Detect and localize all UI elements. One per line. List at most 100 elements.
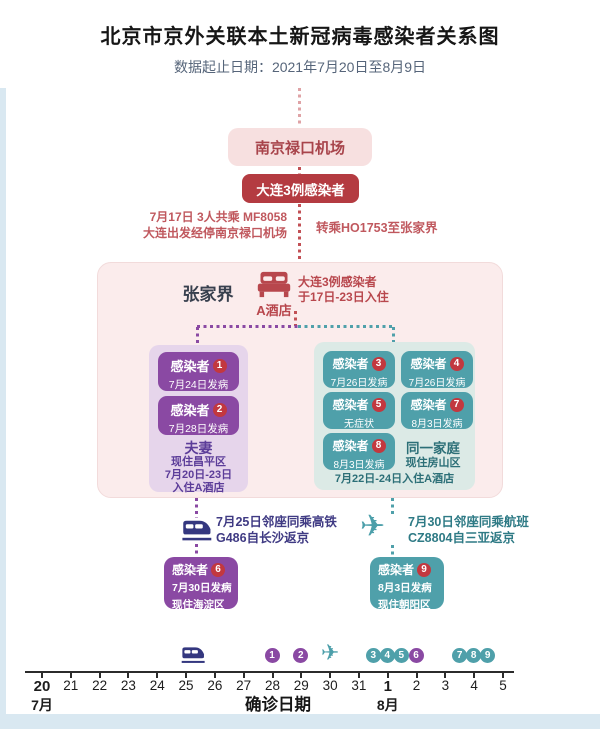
timeline-case-badge: 1 (264, 648, 280, 663)
case-detail: 7月26日发病 (408, 378, 466, 389)
timeline-date-label: 3 (441, 678, 450, 693)
case-detail: 7月30日发病 (172, 582, 232, 594)
timeline-tick (502, 673, 504, 678)
left-edge-strip (0, 88, 6, 729)
family-group-box: 感染者 3 7月26日发病 感染者 4 7月26日发病 感染者 5 无症状 (314, 342, 475, 490)
timeline-date-label: 26 (207, 678, 223, 693)
timeline-date-label: 2 (412, 678, 421, 693)
zhangjiajie-container: 张家界 A酒店 大连3例感染者 于17日-23日入住 感染者 1 (97, 262, 503, 498)
case-label: 感染者 (332, 357, 369, 371)
timeline-axis-label: 确诊日期 (245, 696, 311, 714)
plane-icon: ✈ (360, 510, 386, 543)
case-residence: 现住朝阳区 (378, 599, 431, 611)
case-label: 感染者 (170, 403, 210, 418)
couple-group-box: 感染者 1 7月24日发病 感染者 2 7月28日发病 夫妻 现住昌平区 7月2… (149, 345, 248, 494)
dalian-cases-node: 大连3例感染者 (242, 174, 359, 203)
timeline-tick (329, 673, 332, 678)
family-residence: 现住房山区 (405, 457, 461, 469)
timeline-tick (415, 673, 418, 678)
timeline-date-label: 24 (149, 678, 165, 693)
case-label: 感染者 (332, 398, 369, 412)
timeline-case-badge: 2 (293, 648, 309, 663)
case-pill-7: 感染者 7 8月3日发病 (401, 392, 473, 430)
train-icon (182, 520, 212, 541)
connector-train-bottom (195, 544, 198, 557)
train-trip-note: 7月25日邻座同乘高铁 G486自长沙返京 (216, 515, 337, 545)
timeline-month-label: 8月 (376, 697, 399, 713)
family-relation-label: 同一家庭 (406, 441, 460, 456)
timeline-case-badge: 3 (365, 648, 381, 663)
timeline-date-label: 25 (178, 678, 194, 693)
case-pill-8: 感染者 8 8月3日发病 (323, 433, 395, 471)
case-detail: 8月3日发病 (411, 419, 463, 430)
branch-line-left (197, 325, 298, 328)
case-detail: 8月3日发病 (378, 582, 432, 594)
timeline-date-label: 1 (383, 678, 392, 695)
timeline-date-label: 5 (499, 678, 507, 693)
timeline-case-badges: 2 (293, 648, 309, 663)
timeline-train-icon (179, 645, 206, 671)
case-card-6: 感染者 6 7月30日发病 现住海淀区 (164, 557, 238, 611)
zhangjiajie-label: 张家界 (182, 285, 234, 304)
couple-relation-label: 夫妻 (184, 440, 213, 456)
timeline-tick (69, 673, 72, 678)
case-number-badge: 2 (212, 402, 227, 417)
case-detail: 无症状 (344, 419, 374, 430)
case-label: 感染者 (332, 439, 369, 453)
connector-top (298, 88, 301, 126)
case-number-badge: 3 (371, 356, 386, 371)
airport-node: 南京禄口机场 (228, 128, 372, 166)
timeline-month-label: 7月 (31, 697, 53, 713)
case-number-badge: 4 (449, 356, 464, 371)
connector-dalian-zhangjiajie (298, 204, 301, 261)
case-number-badge: 6 (211, 562, 226, 577)
case-label: 感染者 (378, 563, 415, 577)
page-subtitle: 数据起止日期：2021年7月20日至8月9日 (173, 59, 427, 75)
timeline-case-badge: 5 (393, 648, 409, 663)
connector-train-top (195, 498, 198, 518)
case-card-9: 感染者 9 8月3日发病 现住朝阳区 (370, 557, 444, 611)
timeline-date-label: 30 (322, 678, 338, 693)
timeline-tick (185, 673, 188, 678)
timeline-tick (357, 673, 360, 678)
case-number-badge: 8 (371, 438, 386, 453)
case-label: 感染者 (410, 398, 447, 412)
family-stay-note: 7月22日-24日入住A酒店 (334, 473, 455, 485)
case-detail: 7月28日发病 (168, 423, 229, 435)
timeline-case-badge: 6 (408, 648, 424, 663)
timeline-tick (386, 673, 389, 678)
timeline-case-badge: 4 (379, 648, 395, 663)
timeline-tick (300, 673, 303, 678)
case-pill-3: 感染者 3 7月26日发病 (323, 351, 395, 389)
timeline-tick (98, 673, 101, 678)
flight-note-left: 7月17日 3人共乘 MF8058 大连出发经停南京禄口机场 (142, 210, 287, 240)
hotel-note: 大连3例感染者 于17日-23日入住 (298, 275, 389, 304)
timeline-plane-icon: ✈ (320, 640, 340, 665)
case-label: 感染者 (170, 359, 210, 374)
case-number-badge: 7 (449, 397, 464, 412)
couple-notes: 现住昌平区 7月20日-23日 入住A酒店 (164, 456, 233, 494)
timeline-date-label: 29 (293, 678, 309, 693)
case-pill-5: 感染者 5 无症状 (323, 392, 395, 430)
flight-note-right: 转乘HO1753至张家界 (316, 221, 438, 235)
case-detail: 8月3日发病 (333, 460, 385, 471)
bottom-edge-strip (0, 714, 600, 729)
case-detail: 7月24日发病 (168, 379, 229, 391)
branch-line-right (298, 325, 394, 328)
timeline-tick (156, 673, 159, 678)
connector-plane-bottom (391, 545, 394, 557)
timeline-tick (473, 673, 476, 678)
connector-hotel-branch (294, 311, 297, 326)
hotel-label: A酒店 (256, 303, 292, 318)
case-number-badge: 9 (417, 562, 432, 577)
branch-drop-left (196, 327, 199, 346)
connector-airport-dalian (298, 167, 301, 174)
timeline-date-label: 28 (264, 678, 281, 693)
case-detail: 7月26日发病 (330, 378, 388, 389)
timeline-date-label: 23 (120, 678, 136, 693)
case-pill-1: 感染者 1 7月24日发病 (158, 352, 239, 391)
plane-trip-note: 7月30日邻座同乘航班 CZ8804自三亚返京 (408, 515, 529, 545)
